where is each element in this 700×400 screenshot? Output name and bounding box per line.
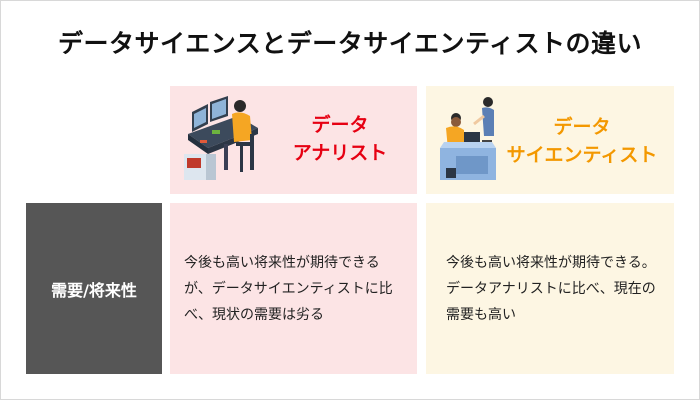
data-scientist-label-line1: データ [553, 116, 611, 138]
cell-text: 今後も高い将来性が期待できるが、データサイエンティストに比べ、現状の需要は劣る [184, 254, 393, 323]
data-analyst-label-line2: アナリスト [292, 142, 388, 164]
cell-data-scientist-demand: 今後も高い将来性が期待できる。データアナリストに比べ、現在の需要も高い [426, 203, 674, 374]
column-header-data-scientist: データ サイエンティスト [426, 86, 674, 194]
data-analyst-label-line1: データ [311, 114, 369, 136]
cell-data-analyst-demand: 今後も高い将来性が期待できるが、データサイエンティストに比べ、現状の需要は劣る [170, 203, 417, 374]
cell-text: 今後も高い将来性が期待できる。データアナリストに比べ、現在の需要も高い [446, 254, 656, 323]
data-scientist-label: データ サイエンティスト [494, 113, 670, 169]
two-people-at-counter-icon [440, 97, 496, 180]
data-scientist-label-line2: サイエンティスト [506, 144, 658, 166]
data-analyst-label: データ アナリスト [270, 111, 410, 167]
person-at-computer-desk-icon [184, 96, 258, 180]
page-title: データサイエンスとデータサイエンティストの違い [57, 29, 642, 58]
column-header-data-analyst: データ アナリスト [170, 86, 417, 194]
row-label-demand-future: 需要/将来性 [26, 203, 162, 374]
